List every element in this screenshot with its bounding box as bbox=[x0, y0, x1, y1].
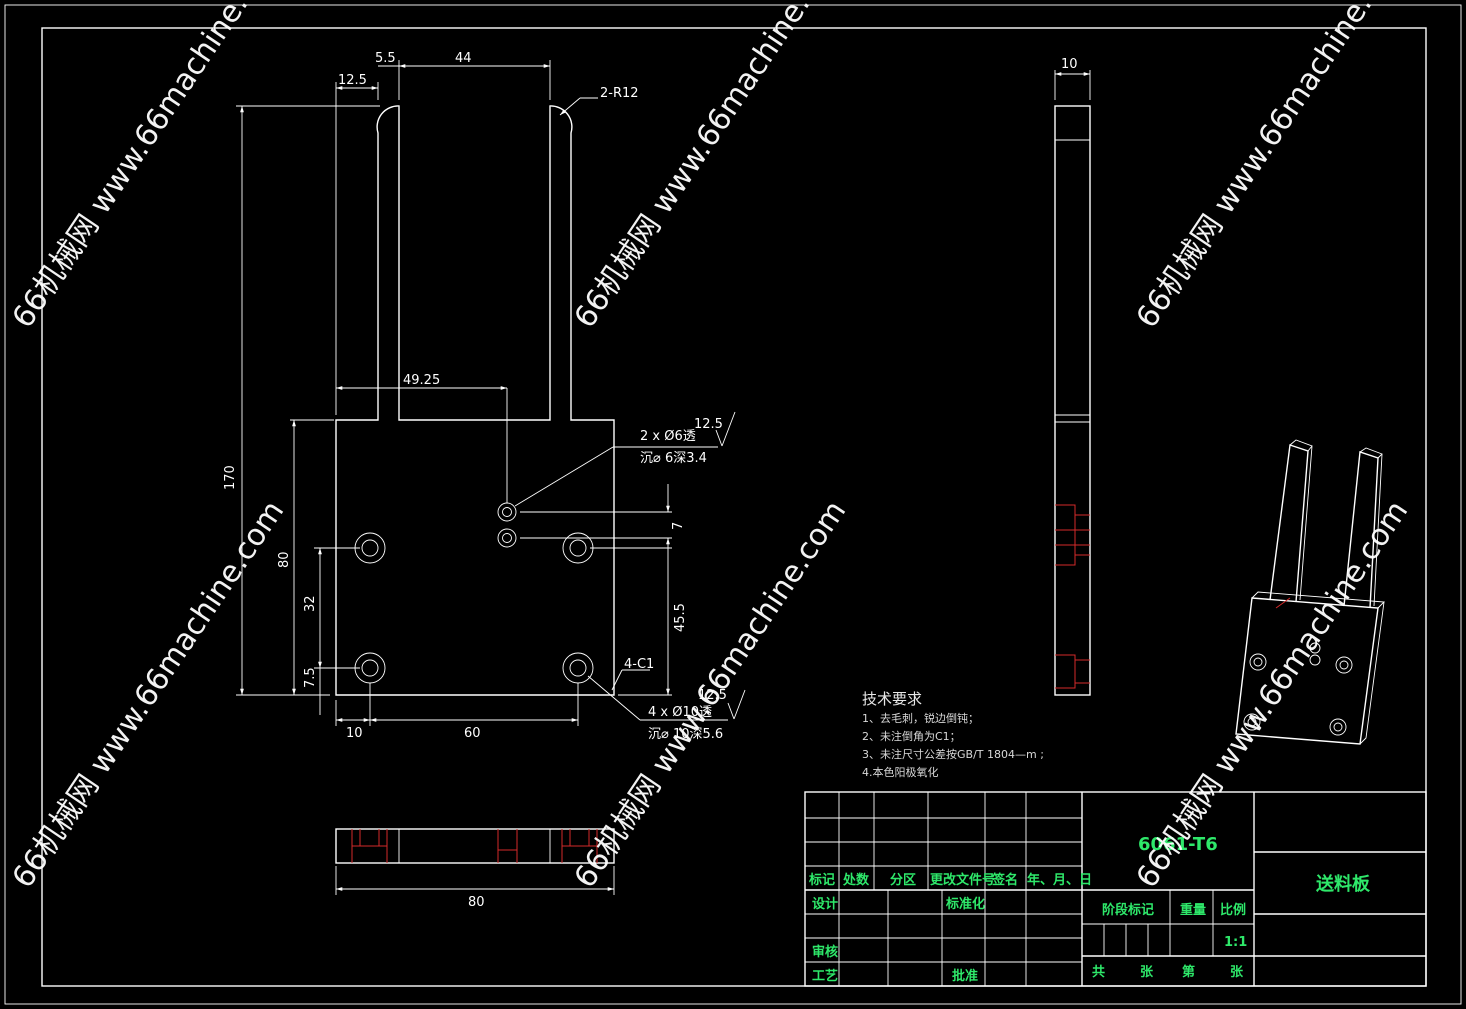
isometric-view bbox=[1235, 439, 1386, 745]
dim-49-25: 49.25 bbox=[403, 373, 440, 388]
dim-4c1: 4-C1 bbox=[624, 657, 654, 672]
tech-note-4: 4.本色阳极氧化 bbox=[862, 765, 939, 779]
dim-12-5-b: 12.5 bbox=[698, 688, 727, 703]
front-view bbox=[236, 60, 746, 726]
tb-change-doc: 更改文件号 bbox=[930, 872, 995, 888]
dim-80-bottom: 80 bbox=[468, 895, 485, 910]
watermark-3: 66机械网 www.66machine.com bbox=[1130, 0, 1416, 334]
outer-border bbox=[4, 4, 1462, 1005]
tb-sheets2: 张 bbox=[1230, 965, 1244, 980]
tb-part-name: 送料板 bbox=[1315, 873, 1371, 895]
tb-page: 第 bbox=[1182, 964, 1195, 980]
tb-stage-mark: 阶段标记 bbox=[1102, 902, 1154, 918]
bottom-view bbox=[335, 828, 615, 895]
tb-total: 共 bbox=[1092, 964, 1105, 980]
tb-material: 6061-T6 bbox=[1138, 834, 1218, 855]
side-view bbox=[1054, 70, 1091, 696]
dim-44: 44 bbox=[455, 51, 472, 66]
dim-10-bottom: 10 bbox=[346, 726, 363, 741]
watermark-1: 66机械网 www.66machine.com bbox=[6, 0, 292, 334]
tb-scale-value: 1:1 bbox=[1224, 935, 1247, 950]
dim-12-5-top: 12.5 bbox=[338, 73, 367, 88]
tb-weight: 重量 bbox=[1180, 902, 1206, 918]
tb-standardize: 标准化 bbox=[945, 896, 985, 912]
dim-45-5: 45.5 bbox=[673, 603, 688, 632]
dim-5-5: 5.5 bbox=[375, 51, 396, 66]
tech-note-1: 1、去毛刺，锐边倒钝； bbox=[862, 711, 979, 725]
tb-zone: 分区 bbox=[890, 872, 916, 888]
tech-note-3: 3、未注尺寸公差按GB/T 1804—m ; bbox=[862, 747, 1044, 761]
inner-frame bbox=[41, 27, 1427, 987]
dim-170: 170 bbox=[223, 465, 238, 490]
tb-approve: 批准 bbox=[952, 968, 978, 984]
callout-small-hole-1: 2 x Ø6透 bbox=[640, 429, 696, 444]
dim-12-5-a: 12.5 bbox=[694, 417, 723, 432]
tb-review: 审核 bbox=[812, 944, 838, 960]
tb-date: 年、月、日 bbox=[1027, 872, 1092, 888]
dim-7: 7 bbox=[671, 522, 686, 530]
tb-sign: 签名 bbox=[991, 872, 1018, 888]
watermark-2: 66机械网 www.66machine.com bbox=[568, 0, 854, 334]
dim-60: 60 bbox=[464, 726, 481, 741]
tb-mark: 标记 bbox=[808, 872, 835, 888]
dim-r12: 2-R12 bbox=[600, 86, 639, 101]
tb-count: 处数 bbox=[842, 872, 870, 888]
tb-design: 设计 bbox=[812, 896, 838, 912]
dim-7-5: 7.5 bbox=[303, 667, 318, 688]
callout-large-hole-2: 沉⌀ 10深5.6 bbox=[648, 727, 723, 742]
tech-note-2: 2、未注倒角为C1； bbox=[862, 729, 961, 743]
tech-notes-title: 技术要求 bbox=[862, 690, 922, 708]
dim-10-side: 10 bbox=[1061, 57, 1078, 72]
title-block bbox=[804, 791, 1427, 987]
callout-large-hole-1: 4 x Ø10透 bbox=[648, 705, 712, 720]
tb-sheets1: 张 bbox=[1140, 965, 1154, 980]
watermark-6: 66机械网 www.66machine.com bbox=[1130, 495, 1416, 895]
tb-process: 工艺 bbox=[812, 968, 838, 984]
dim-32: 32 bbox=[303, 595, 318, 612]
callout-small-hole-2: 沉⌀ 6深3.4 bbox=[640, 451, 707, 466]
dim-80-left: 80 bbox=[277, 551, 292, 568]
watermark-4: 66机械网 www.66machine.com bbox=[6, 495, 292, 895]
tb-scale: 比例 bbox=[1220, 902, 1246, 918]
